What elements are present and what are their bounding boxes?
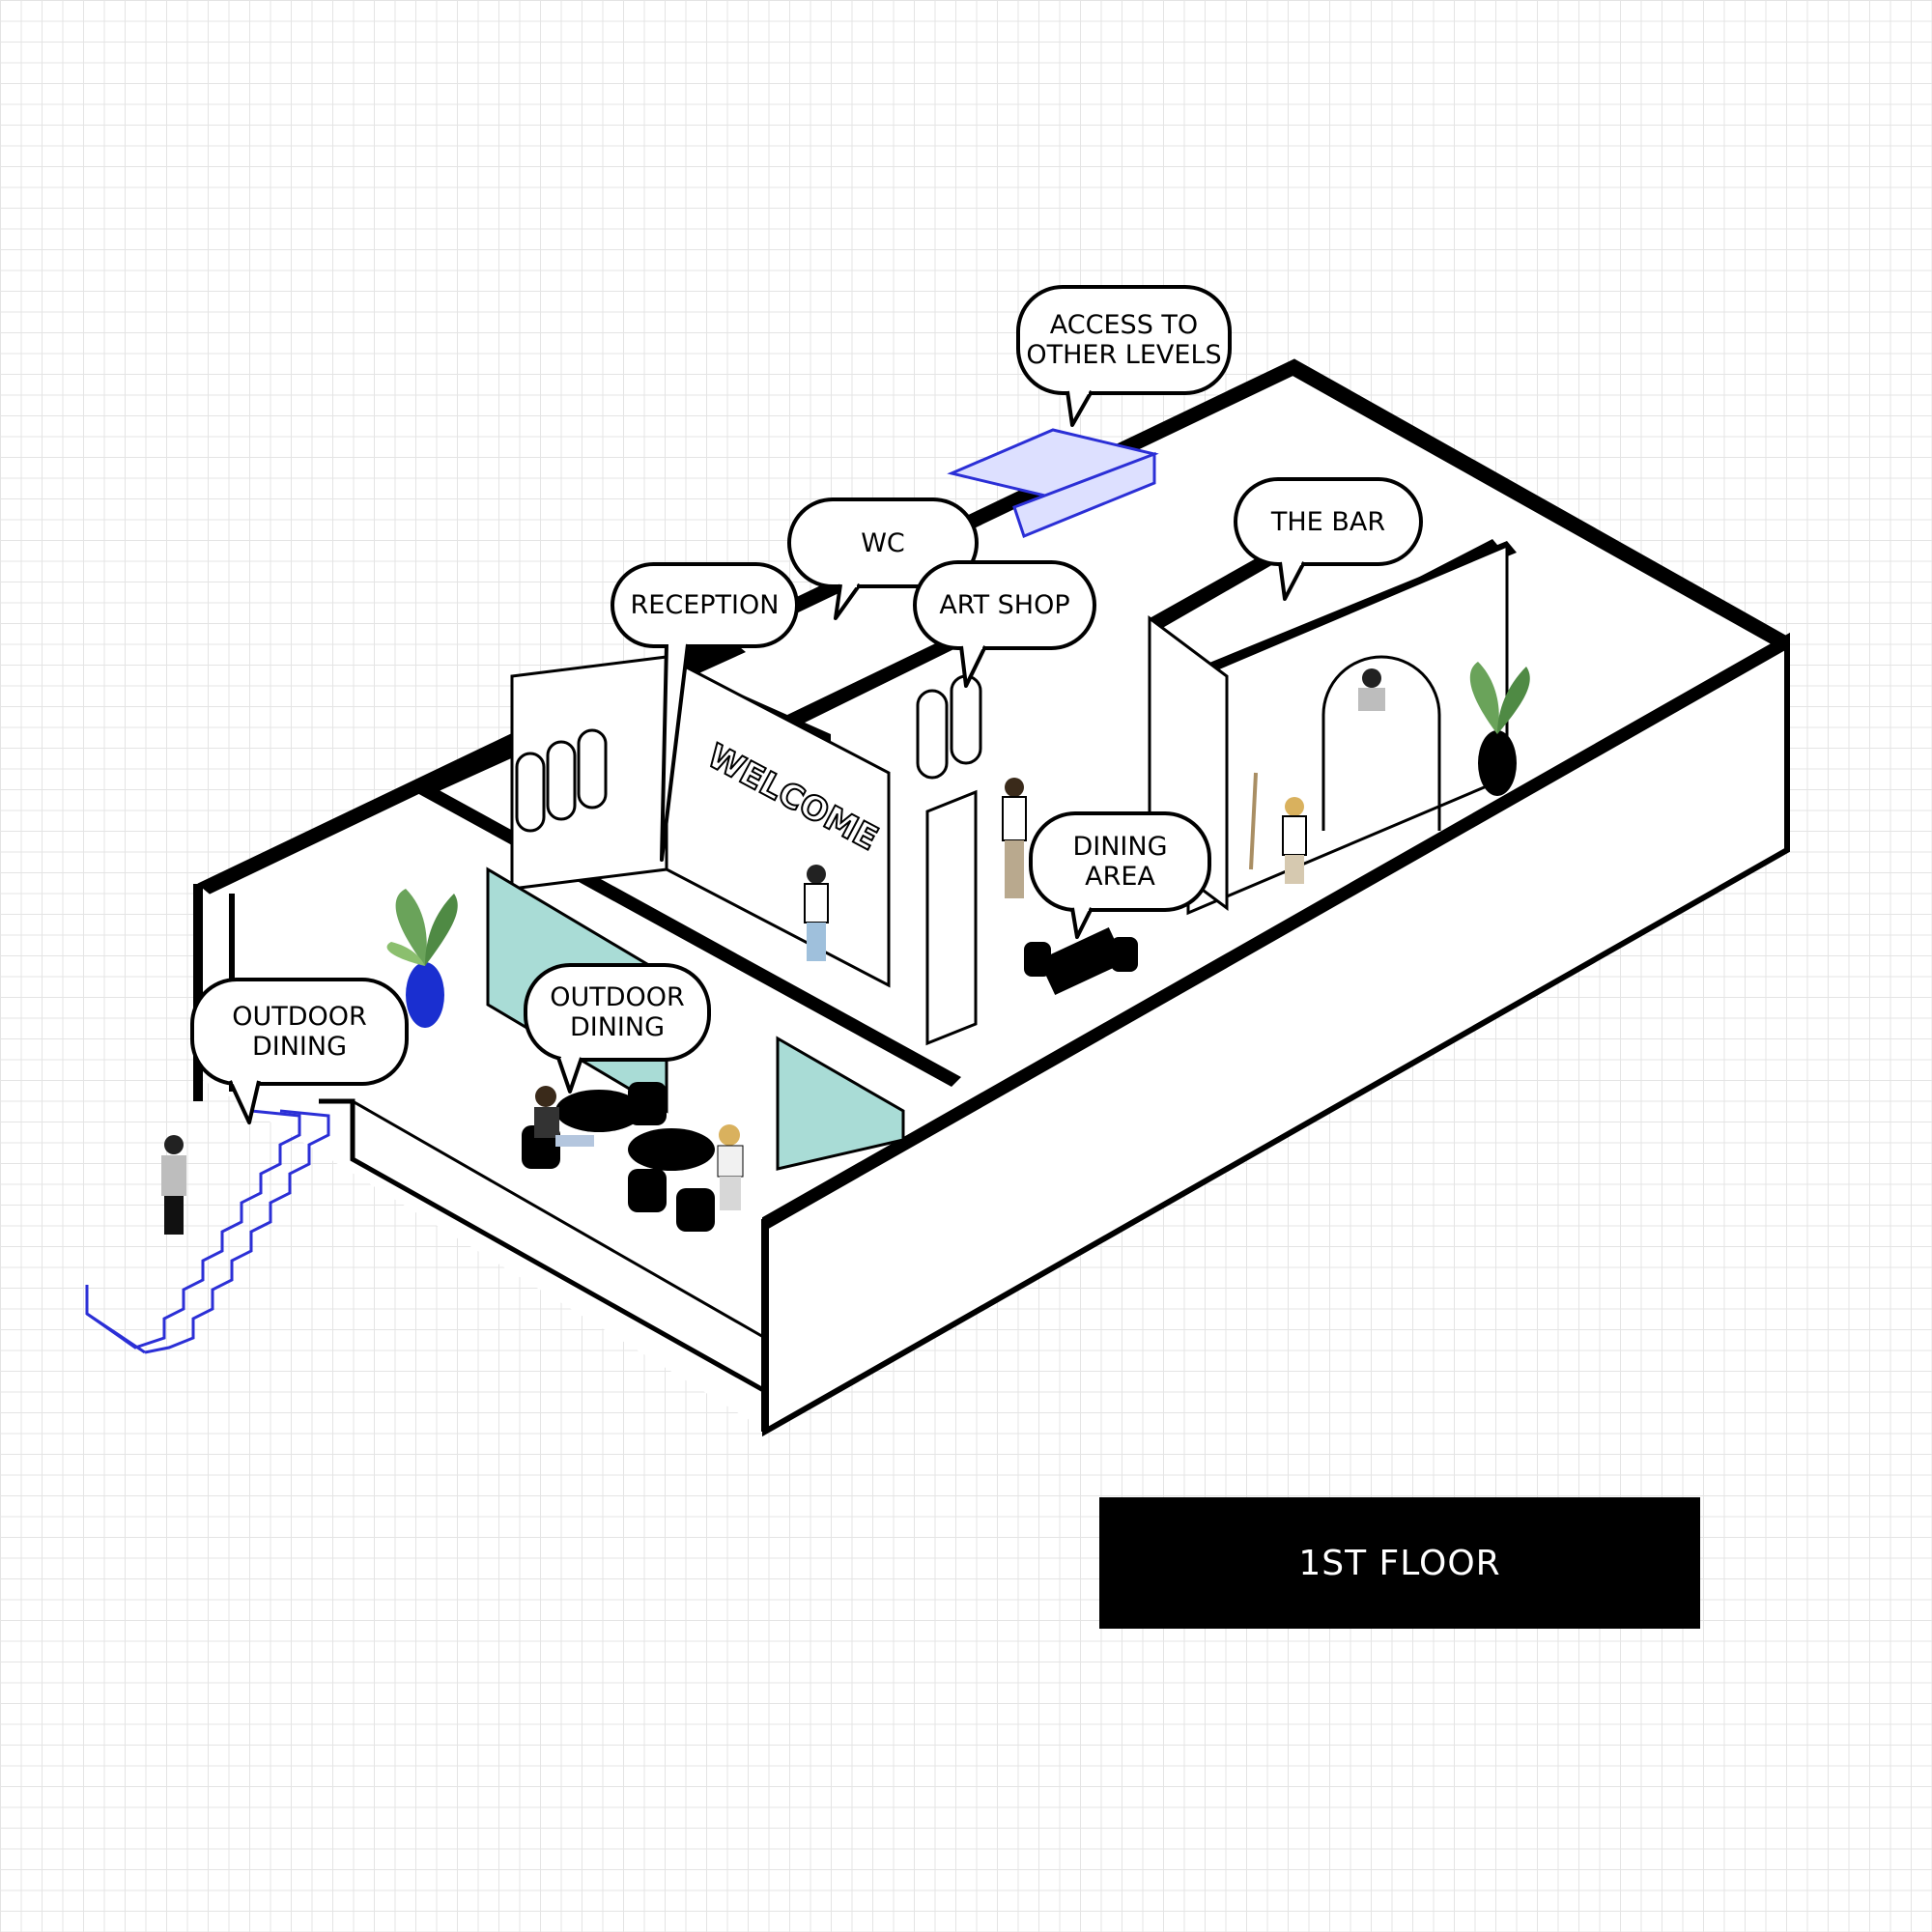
shelving [515,655,1441,833]
person-outdoor-1-icon [534,1086,594,1147]
front-wall-top [765,638,1787,1231]
plant-left-icon [386,889,458,1028]
floor-title: 1ST FLOOR [1298,1543,1501,1583]
plant-bar-icon [1469,662,1530,796]
outdoor-furniture [522,1082,715,1232]
interior-stair [947,428,1159,538]
person-reception-icon [804,865,829,961]
person-stair-icon [161,1135,186,1235]
label-reception: RECEPTION [611,562,799,648]
dining-furniture [1024,926,1138,996]
label-outdoor-dining-left: OUTDOOR DINING [190,978,409,1086]
person-art-shop-icon [1002,778,1027,898]
label-access-to-other-levels: ACCESS TO OTHER LEVELS [1016,285,1232,395]
person-painter-icon [1249,772,1307,884]
person-bar-icon [1358,668,1385,711]
art-shop-column [925,789,978,1046]
exterior-stair [85,1109,330,1354]
label-art-shop: ART SHOP [913,560,1096,650]
label-the-bar: THE BAR [1234,477,1423,566]
floor-title-badge: 1ST FLOOR [1099,1497,1700,1629]
label-dining-area: DINING AREA [1029,811,1211,912]
person-outdoor-2-icon [717,1124,744,1210]
reception-wall-side [510,655,668,891]
terrace-parapet [319,1098,767,1394]
label-outdoor-dining-center: OUTDOOR DINING [524,963,711,1062]
